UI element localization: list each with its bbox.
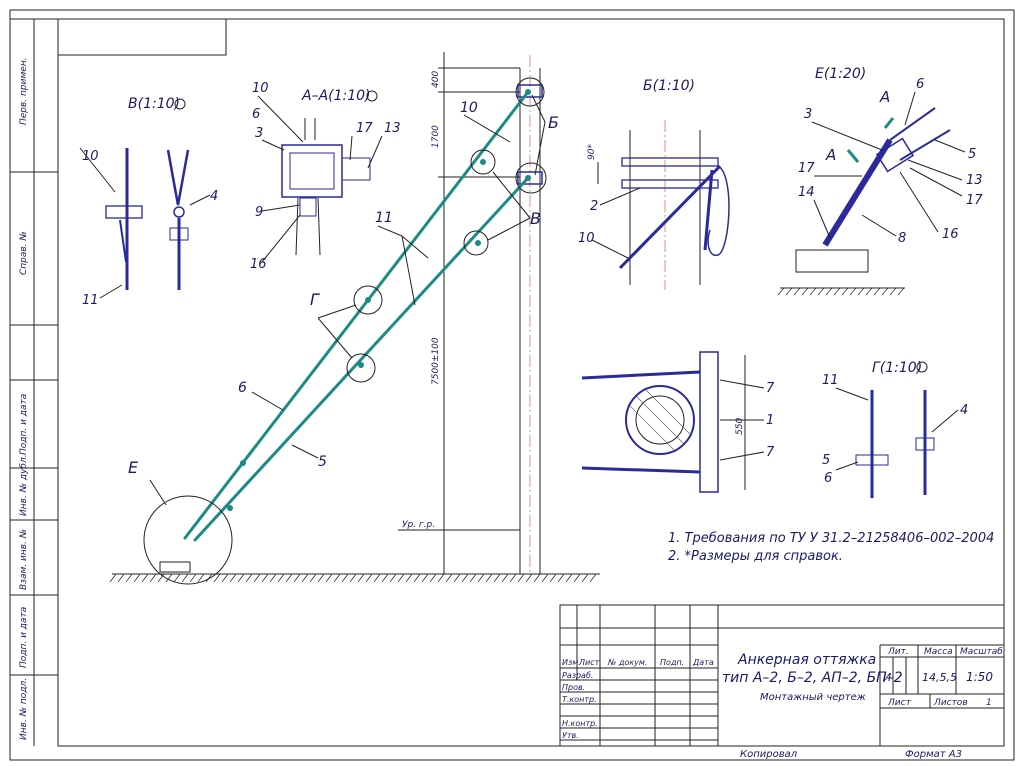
clamp-label-1: 1 <box>766 413 774 428</box>
view-g-title: Г(1:10) <box>872 360 922 376</box>
tb-row-tkontr: Т.контр. <box>562 695 597 704</box>
tb-copied: Копировал <box>740 749 798 760</box>
view-b-dim: 90* <box>587 144 597 160</box>
view-aa-label-6: 6 <box>252 107 260 122</box>
view-g-label-11: 11 <box>822 373 839 388</box>
view-g-label-4: 4 <box>960 403 968 418</box>
tb-listov-label: Листов <box>933 698 968 708</box>
side-label-2: Подп. и дата <box>19 394 29 455</box>
pole <box>517 55 543 574</box>
tb-col-docnum: № докум. <box>607 658 647 667</box>
side-label-0: Перв. примен. <box>19 57 29 125</box>
view-e-label-a2: А <box>825 146 836 164</box>
view-aa-label-10: 10 <box>252 81 269 96</box>
tb-list-label: Лист <box>887 698 912 708</box>
view-e-label-14: 14 <box>798 185 815 200</box>
dim-1700: 1700 <box>431 125 441 148</box>
view-e-label-13: 13 <box>966 173 983 188</box>
detail-circles <box>143 77 547 585</box>
view-e: Е(1:20) А А 6 3 5 17 14 13 17 8 16 <box>780 66 983 289</box>
view-aa-label-13: 13 <box>384 121 401 136</box>
view-aa-label-9: 9 <box>255 205 263 220</box>
view-aa-title: А–А(1:10) <box>301 88 371 104</box>
view-b-title: Б(1:10) <box>643 78 695 94</box>
callout-v: В <box>530 209 541 228</box>
tb-listov-value: 1 <box>986 698 992 708</box>
tb-masshtab-header: Масштаб <box>960 647 1003 657</box>
view-e-label-3: 3 <box>804 107 812 122</box>
tb-col-izm: Изм. <box>562 658 581 667</box>
tb-row-razrab: Разраб. <box>562 671 593 680</box>
tb-lit-header: Лит. <box>887 647 909 657</box>
guy-wires <box>183 89 531 542</box>
tb-title-line2: тип А–2, Б–2, АП–2, БП–2 <box>722 670 903 686</box>
view-e-label-6: 6 <box>916 77 924 92</box>
view-b: Б(1:10) 90* 2 10 <box>578 78 730 290</box>
view-e-label-17b: 17 <box>966 193 983 208</box>
tb-row-utv: Утв. <box>562 731 579 740</box>
clamp-label-7b: 7 <box>766 445 775 460</box>
tb-lit-value: И <box>883 671 891 684</box>
top-left-box <box>57 18 227 56</box>
callout-b: Б <box>548 113 559 132</box>
tb-massa-header: Масса <box>924 647 953 657</box>
side-label-4: Взам. инв. № <box>19 529 29 590</box>
view-b-label-2: 2 <box>590 199 598 214</box>
note-1: 1. Требования по ТУ У 31.2–21258406–002–… <box>668 531 994 546</box>
view-g-label-5: 5 <box>822 453 830 468</box>
tb-masshtab-value: 1:50 <box>966 670 993 684</box>
callout-e: Е <box>128 458 139 477</box>
dim-7500: 7500±100 <box>431 337 441 385</box>
clamp-label-7a: 7 <box>766 381 775 396</box>
tb-subtitle: Монтажный чертеж <box>760 692 866 703</box>
tb-col-date: Дата <box>692 658 714 667</box>
tb-title-line1: Анкерная оттяжка <box>737 652 876 668</box>
view-g: Г(1:10) 11 4 5 6 <box>822 360 968 498</box>
outer-frame <box>9 9 1015 761</box>
view-g-label-6: 6 <box>824 471 832 486</box>
view-aa: А–А(1:10) 10 6 3 9 16 17 13 <box>250 81 401 272</box>
side-label-5: Подп. и дата <box>19 607 29 668</box>
main-label-6: 6 <box>238 380 247 396</box>
clamp-view: 550 7 1 7 <box>581 351 775 493</box>
clamp-dim: 550 <box>735 418 745 435</box>
view-v-label-11: 11 <box>82 293 99 308</box>
ground-level-label: Ур. г.р. <box>402 520 435 530</box>
tb-massa-value: 14,5,5 <box>922 671 957 684</box>
main-label-5: 5 <box>318 454 327 470</box>
side-strip: Перв. примен. Справ. № Подп. и дата Инв.… <box>10 18 58 746</box>
main-label-11: 11 <box>375 210 393 226</box>
side-label-6: Инв. № подл. <box>19 678 29 740</box>
dim-400: 400 <box>431 71 441 88</box>
tb-col-list: Лист <box>578 658 600 667</box>
view-e-title: Е(1:20) <box>815 66 866 82</box>
tb-format: Формат А3 <box>905 749 962 760</box>
main-label-10: 10 <box>460 100 478 116</box>
tb-col-sign: Подп. <box>660 658 684 667</box>
tb-row-prov: Пров. <box>562 683 585 692</box>
ground-line <box>109 573 600 583</box>
title-block: Анкерная оттяжка тип А–2, Б–2, АП–2, БП–… <box>559 604 1005 760</box>
view-v-title: В(1:10) <box>128 96 180 112</box>
view-e-label-16: 16 <box>942 227 959 242</box>
view-v: В(1:10) 10 4 11 <box>79 96 218 308</box>
view-e-label-17a: 17 <box>798 161 815 176</box>
vertical-dimensions: 400 1700 7500±100 Ур. г.р. <box>398 52 520 574</box>
note-2: 2. *Размеры для справок. <box>668 549 843 564</box>
view-v-label-4: 4 <box>210 189 218 204</box>
tb-row-nkontr: Н.контр. <box>562 719 598 728</box>
view-aa-label-17: 17 <box>356 121 373 136</box>
view-v-label-10: 10 <box>82 149 99 164</box>
view-aa-label-3: 3 <box>255 126 263 141</box>
main-callouts: Б В Г Е 10 11 6 5 <box>128 94 559 506</box>
inner-frame <box>57 18 1005 747</box>
view-e-label-5: 5 <box>968 147 976 162</box>
view-e-label-8: 8 <box>898 231 906 246</box>
side-label-3: Инв. № дубл. <box>19 454 29 516</box>
side-label-1: Справ. № <box>19 231 29 275</box>
callout-g: Г <box>310 290 320 309</box>
view-b-label-10: 10 <box>578 231 595 246</box>
view-e-label-a1: А <box>879 88 890 106</box>
